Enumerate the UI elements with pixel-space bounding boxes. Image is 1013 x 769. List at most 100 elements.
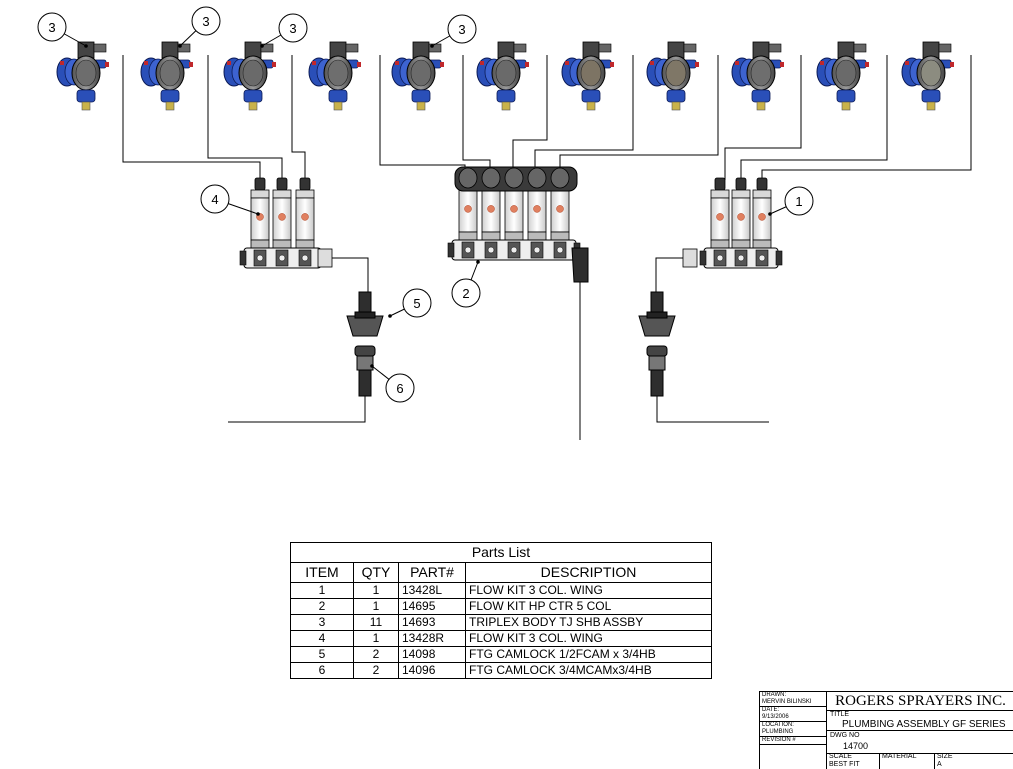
valve-knob [510, 246, 518, 254]
item-cell: 2 [290, 598, 354, 615]
callout-leader-dot [476, 260, 480, 264]
adapter-flange [646, 345, 668, 357]
nozzle-inlet [260, 43, 274, 53]
title-block-info: DRAWN:MERVIN BILINSKI DATE:9/13/2006 LOC… [760, 692, 827, 769]
hose-line [512, 55, 548, 173]
description-cell: FTG CAMLOCK 3/4MCAMx3/4HB [465, 662, 712, 679]
nozzle-face [665, 59, 687, 87]
nozzle-red-cap [189, 62, 193, 67]
nozzle-face [495, 59, 517, 87]
dwg-label: DWG NO [830, 732, 860, 739]
callout-balloon [784, 186, 814, 216]
flow-kit-left [239, 177, 333, 269]
revision-label: REVISION # [762, 737, 796, 743]
dwg-value: 14700 [843, 741, 869, 751]
callout-number: 3 [458, 22, 465, 37]
manifold-outlet [317, 248, 333, 268]
nozzle-assembly [901, 41, 954, 111]
nozzle-assembly [140, 41, 193, 111]
drawn-field: DRAWN:MERVIN BILINSKI [760, 692, 826, 707]
table-row: 1 1 13428L FLOW KIT 3 COL. WING [290, 582, 712, 599]
camlock-male-left [354, 345, 376, 397]
center-top-port [527, 167, 547, 189]
column-top-fitting [299, 177, 311, 191]
part-cell: 13428L [398, 582, 466, 599]
nozzle-row [56, 41, 954, 111]
hose-line [291, 55, 306, 180]
callout-leader-dot [84, 44, 88, 48]
qty-cell: 1 [353, 582, 399, 599]
divider [879, 753, 880, 769]
item-cell: 3 [290, 614, 354, 631]
flow-ball [278, 213, 286, 221]
nozzle-inlet [93, 43, 107, 53]
callout-balloon [447, 14, 477, 44]
callout-leader-dot [256, 212, 260, 216]
nozzle-inlet [768, 43, 782, 53]
hose-line [318, 257, 369, 295]
adapter-flange [354, 345, 376, 357]
hose-line [228, 395, 366, 423]
nozzle-assembly [646, 41, 699, 111]
column-top-fitting [276, 177, 288, 191]
manifold-end-cap [699, 250, 707, 266]
nozzle-inlet [853, 43, 867, 53]
nozzle-orifice [671, 101, 681, 111]
nozzle-red-cap [865, 62, 869, 67]
size-label: SIZE [937, 753, 953, 760]
drawn-value: MERVIN BILINSKI [762, 699, 812, 705]
qty-cell: 1 [353, 630, 399, 647]
description-cell: FLOW KIT 3 COL. WING [465, 582, 712, 599]
valve-knob [737, 254, 745, 262]
item-cell: 1 [290, 582, 354, 599]
nozzle-red-cap [525, 62, 529, 67]
callout-balloon [191, 6, 221, 36]
callout-leader-dot [768, 212, 772, 216]
part-cell: 14098 [398, 646, 466, 663]
nozzle-assembly [816, 41, 869, 111]
nozzle-red-cap [735, 61, 739, 65]
header-description: DESCRIPTION [465, 562, 712, 583]
table-row: 5 2 14098 FTG CAMLOCK 1/2FCAM x 3/4HB [290, 646, 712, 663]
description-cell: TRIPLEX BODY TJ SHB ASSBY [465, 614, 712, 631]
nozzle-assembly [308, 41, 361, 111]
material-field: MATERIAL [882, 753, 917, 761]
center-top-port [550, 167, 570, 189]
table-row: 6 2 14096 FTG CAMLOCK 3/4MCAMx3/4HB [290, 662, 712, 679]
part-cell: 14096 [398, 662, 466, 679]
nozzle-cap-bottom [836, 89, 856, 103]
description-cell: FTG CAMLOCK 1/2FCAM x 3/4HB [465, 646, 712, 663]
nozzle-orifice [248, 101, 258, 111]
nozzle-face [750, 59, 772, 87]
column-collar [250, 189, 270, 199]
column-top-fitting [254, 177, 266, 191]
callout-balloon [200, 184, 230, 214]
divider [934, 753, 935, 769]
nozzle-face [920, 59, 942, 87]
nozzle-inlet [683, 43, 697, 53]
valve-knob [533, 246, 541, 254]
location-field: LOCATION:PLUMBING [760, 722, 826, 737]
part-cell: 13428R [398, 630, 466, 647]
adapter-barb [650, 369, 664, 397]
nozzle-face [410, 59, 432, 87]
center-top-port [458, 167, 478, 189]
column-collar [752, 189, 772, 199]
qty-cell: 2 [353, 662, 399, 679]
description-cell: FLOW KIT HP CTR 5 COL [465, 598, 712, 615]
valve-knob [301, 254, 309, 262]
center-top-port [504, 167, 524, 189]
camlock-fittings [346, 291, 676, 397]
nozzle-face [159, 59, 181, 87]
description-cell: FLOW KIT 3 COL. WING [465, 630, 712, 647]
callout-leader-dot [178, 44, 182, 48]
nozzle-assembly [56, 41, 109, 111]
nozzle-cap-bottom [160, 89, 180, 103]
header-part: PART# [398, 562, 466, 583]
callout-leader-dot [260, 44, 264, 48]
title-value: PLUMBING ASSEMBLY GF SERIES [842, 719, 1006, 730]
callout-number: 5 [413, 296, 420, 311]
nozzle-red-cap [312, 61, 316, 65]
